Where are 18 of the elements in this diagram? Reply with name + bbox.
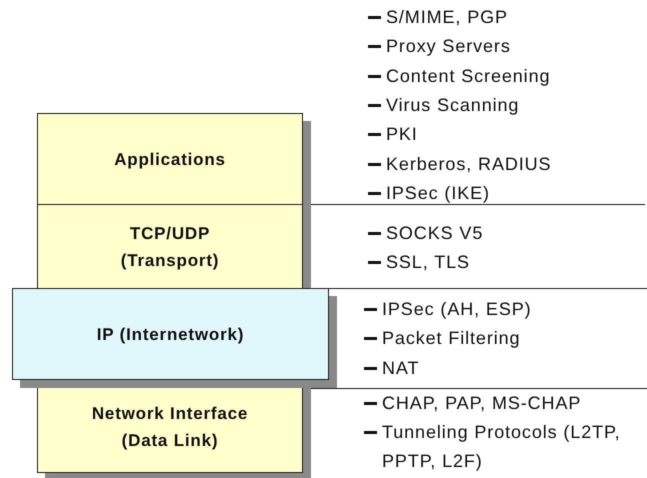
layer-label: Network Interface (Data Link)	[90, 402, 250, 452]
protocol-list-item: CHAP, PAP, MS-CHAP	[364, 389, 634, 418]
protocol-list-item: IPSec (IKE)	[368, 178, 638, 208]
protocol-list-item: Virus Scanning	[368, 90, 638, 120]
protocol-list-item: NAT	[364, 354, 644, 383]
protocol-list-item: Kerberos, RADIUS	[368, 150, 638, 178]
protocol-list-item: IPSec (AH, ESP)	[364, 295, 644, 324]
protocol-list-item: Content Screening	[368, 62, 638, 91]
layer-label: TCP/UDP (Transport)	[120, 222, 220, 272]
protocol-list-item: S/MIME, PGP	[368, 3, 638, 32]
protocol-list-item: Packet Filtering	[364, 324, 644, 354]
layer-label: Applications	[113, 148, 227, 170]
protocol-list-item: SOCKS V5	[368, 219, 638, 248]
layer-label: IP (Internetwork)	[96, 324, 246, 346]
protocol-list-item: Tunneling Protocols (L2TP, PPTP, L2F)	[364, 418, 634, 476]
protocol-list-item: SSL, TLS	[368, 248, 638, 278]
protocol-list-item: Proxy Servers	[368, 32, 638, 62]
protocol-list-item: PKI	[368, 120, 638, 150]
